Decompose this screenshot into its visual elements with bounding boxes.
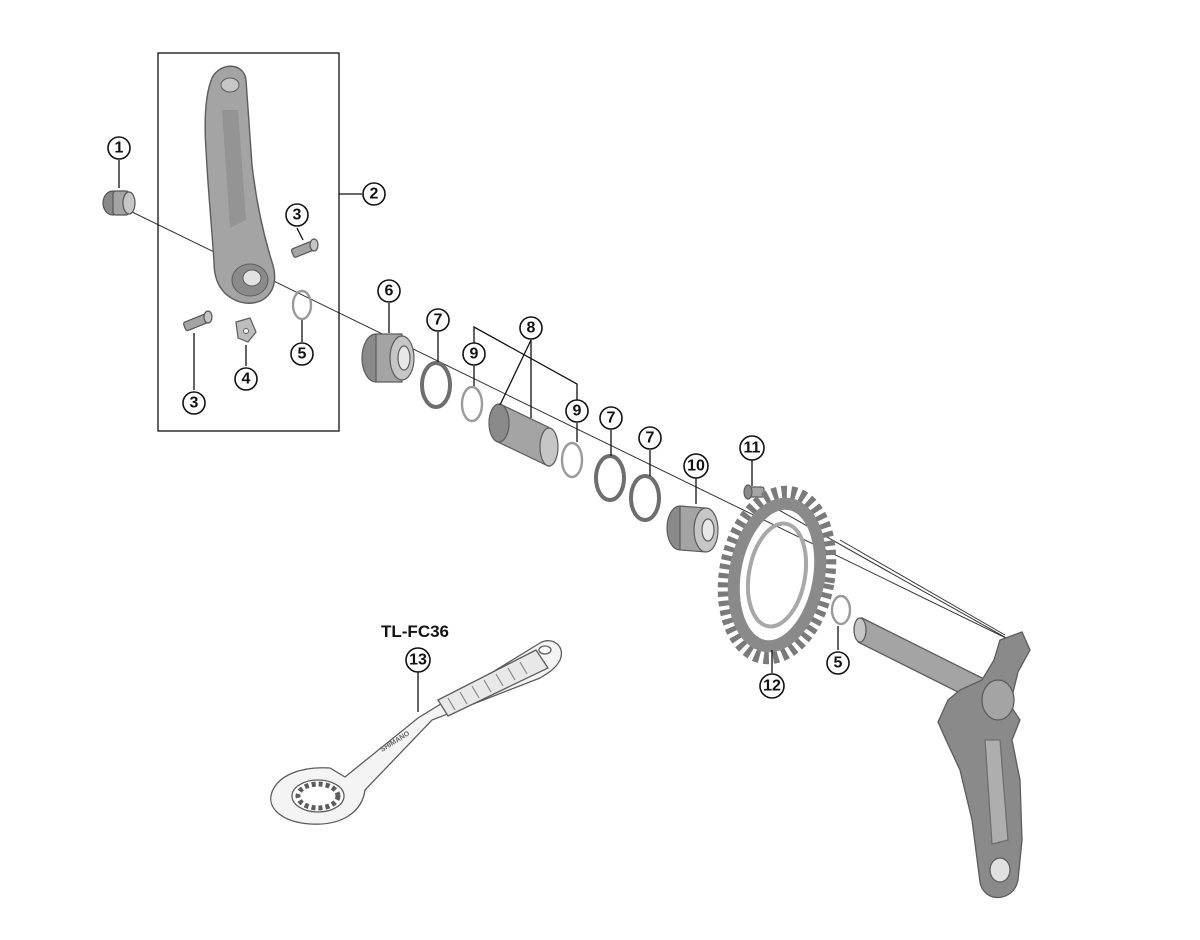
svg-text:11: 11 (744, 440, 761, 457)
part-safety-plate (235, 317, 257, 343)
svg-text:7: 7 (646, 430, 655, 447)
part-pinch-bolt-lower (183, 310, 213, 332)
svg-text:12: 12 (763, 678, 781, 695)
part-chainring-bolt (743, 484, 765, 500)
part-right-crank-arm (853, 617, 1031, 899)
svg-text:6: 6 (385, 283, 394, 300)
part-left-bb-cup (361, 333, 415, 383)
svg-text:10: 10 (687, 458, 705, 475)
callout-6: 6 (377, 279, 401, 303)
svg-text:3: 3 (190, 395, 199, 412)
svg-text:3: 3 (293, 207, 302, 224)
callout-11: 11 (739, 435, 765, 461)
leader-lines (118, 160, 839, 712)
tool-grip-ridges (447, 661, 528, 711)
part-thin-ring-right (560, 441, 584, 479)
left-crank-group-box (157, 52, 340, 432)
part-chainring (717, 485, 837, 665)
callout-7-third: 7 (638, 426, 662, 450)
svg-text:5: 5 (834, 655, 843, 672)
callout-7-second: 7 (599, 406, 623, 430)
callout-13: 13 (405, 647, 431, 673)
callout-3-upper: 3 (285, 203, 309, 227)
part-thin-ring-left (460, 385, 484, 423)
callout-5-right: 5 (826, 651, 850, 675)
part-pinch-bolt-upper (290, 238, 319, 258)
svg-text:13: 13 (409, 652, 427, 669)
part-spacer-2 (594, 454, 626, 502)
svg-text:7: 7 (434, 312, 443, 329)
callout-2: 2 (362, 182, 386, 206)
callout-5-left: 5 (290, 342, 314, 366)
callout-10: 10 (683, 453, 709, 479)
callout-12: 12 (759, 673, 785, 699)
part-crank-cap (102, 190, 136, 216)
part-o-ring-left (291, 289, 313, 321)
svg-text:7: 7 (607, 410, 616, 427)
part-right-bb-cup (666, 505, 719, 553)
svg-text:9: 9 (573, 403, 582, 420)
svg-text:1: 1 (115, 140, 124, 157)
part-o-ring-right (830, 594, 852, 626)
callout-9-left: 9 (462, 342, 486, 366)
svg-text:8: 8 (527, 320, 536, 337)
callout-1: 1 (107, 136, 131, 160)
callout-3-lower: 3 (182, 391, 206, 415)
svg-text:9: 9 (470, 346, 479, 363)
svg-text:2: 2 (370, 186, 379, 203)
part-left-crank-arm (204, 65, 276, 304)
part-inner-sleeve (488, 403, 559, 467)
svg-text:4: 4 (242, 371, 251, 388)
part-tool-tl-fc36 (270, 640, 563, 825)
svg-text:5: 5 (298, 346, 307, 363)
callout-7-first: 7 (426, 308, 450, 332)
callout-9-right: 9 (565, 399, 589, 423)
tool-name-label: TL-FC36 (381, 622, 449, 641)
callout-4: 4 (234, 367, 258, 391)
part-spacer-3 (629, 474, 661, 522)
part-spacer-1 (420, 361, 452, 409)
callout-8: 8 (519, 316, 543, 340)
